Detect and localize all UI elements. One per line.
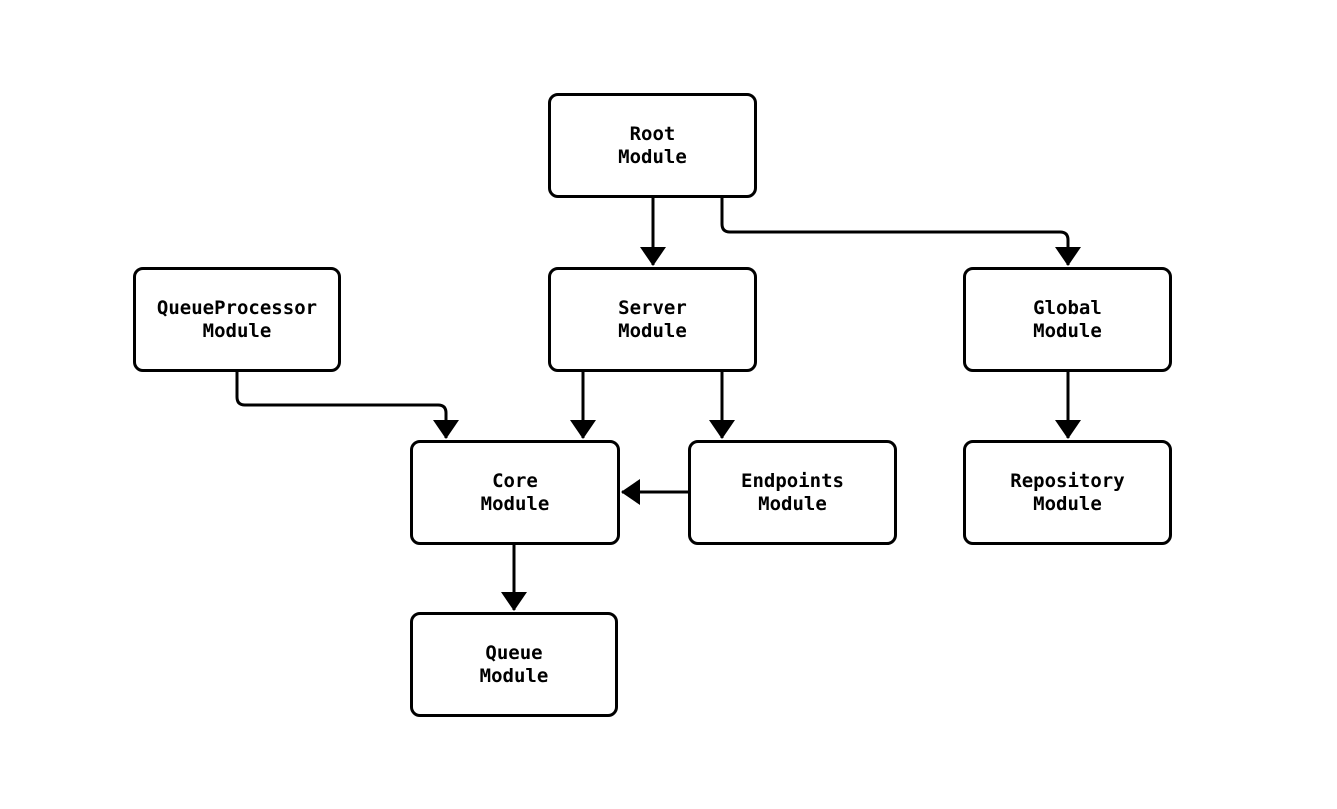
node-server-module-label: Server Module [618, 296, 687, 342]
node-endpoints-module-label: Endpoints Module [741, 469, 844, 515]
node-root-module-label: Root Module [618, 122, 687, 168]
node-endpoints-module: Endpoints Module [688, 440, 897, 545]
node-queue-module: Queue Module [410, 612, 618, 717]
node-global-module-label: Global Module [1033, 296, 1102, 342]
node-core-module-label: Core Module [480, 469, 550, 515]
node-queue-module-label: Queue Module [479, 641, 549, 687]
node-queueprocessor-module: QueueProcessor Module [133, 267, 341, 372]
edge-root-module-to-global-module [720, 198, 1081, 266]
node-global-module: Global Module [963, 267, 1172, 372]
node-root-module: Root Module [548, 93, 757, 198]
node-queueprocessor-module-label: QueueProcessor Module [156, 296, 318, 342]
node-repository-module: Repository Module [963, 440, 1172, 545]
edge-queueprocessor-module-to-core-module [235, 372, 459, 439]
node-server-module: Server Module [548, 267, 757, 372]
node-core-module: Core Module [410, 440, 620, 545]
node-repository-module-label: Repository Module [1010, 469, 1125, 515]
